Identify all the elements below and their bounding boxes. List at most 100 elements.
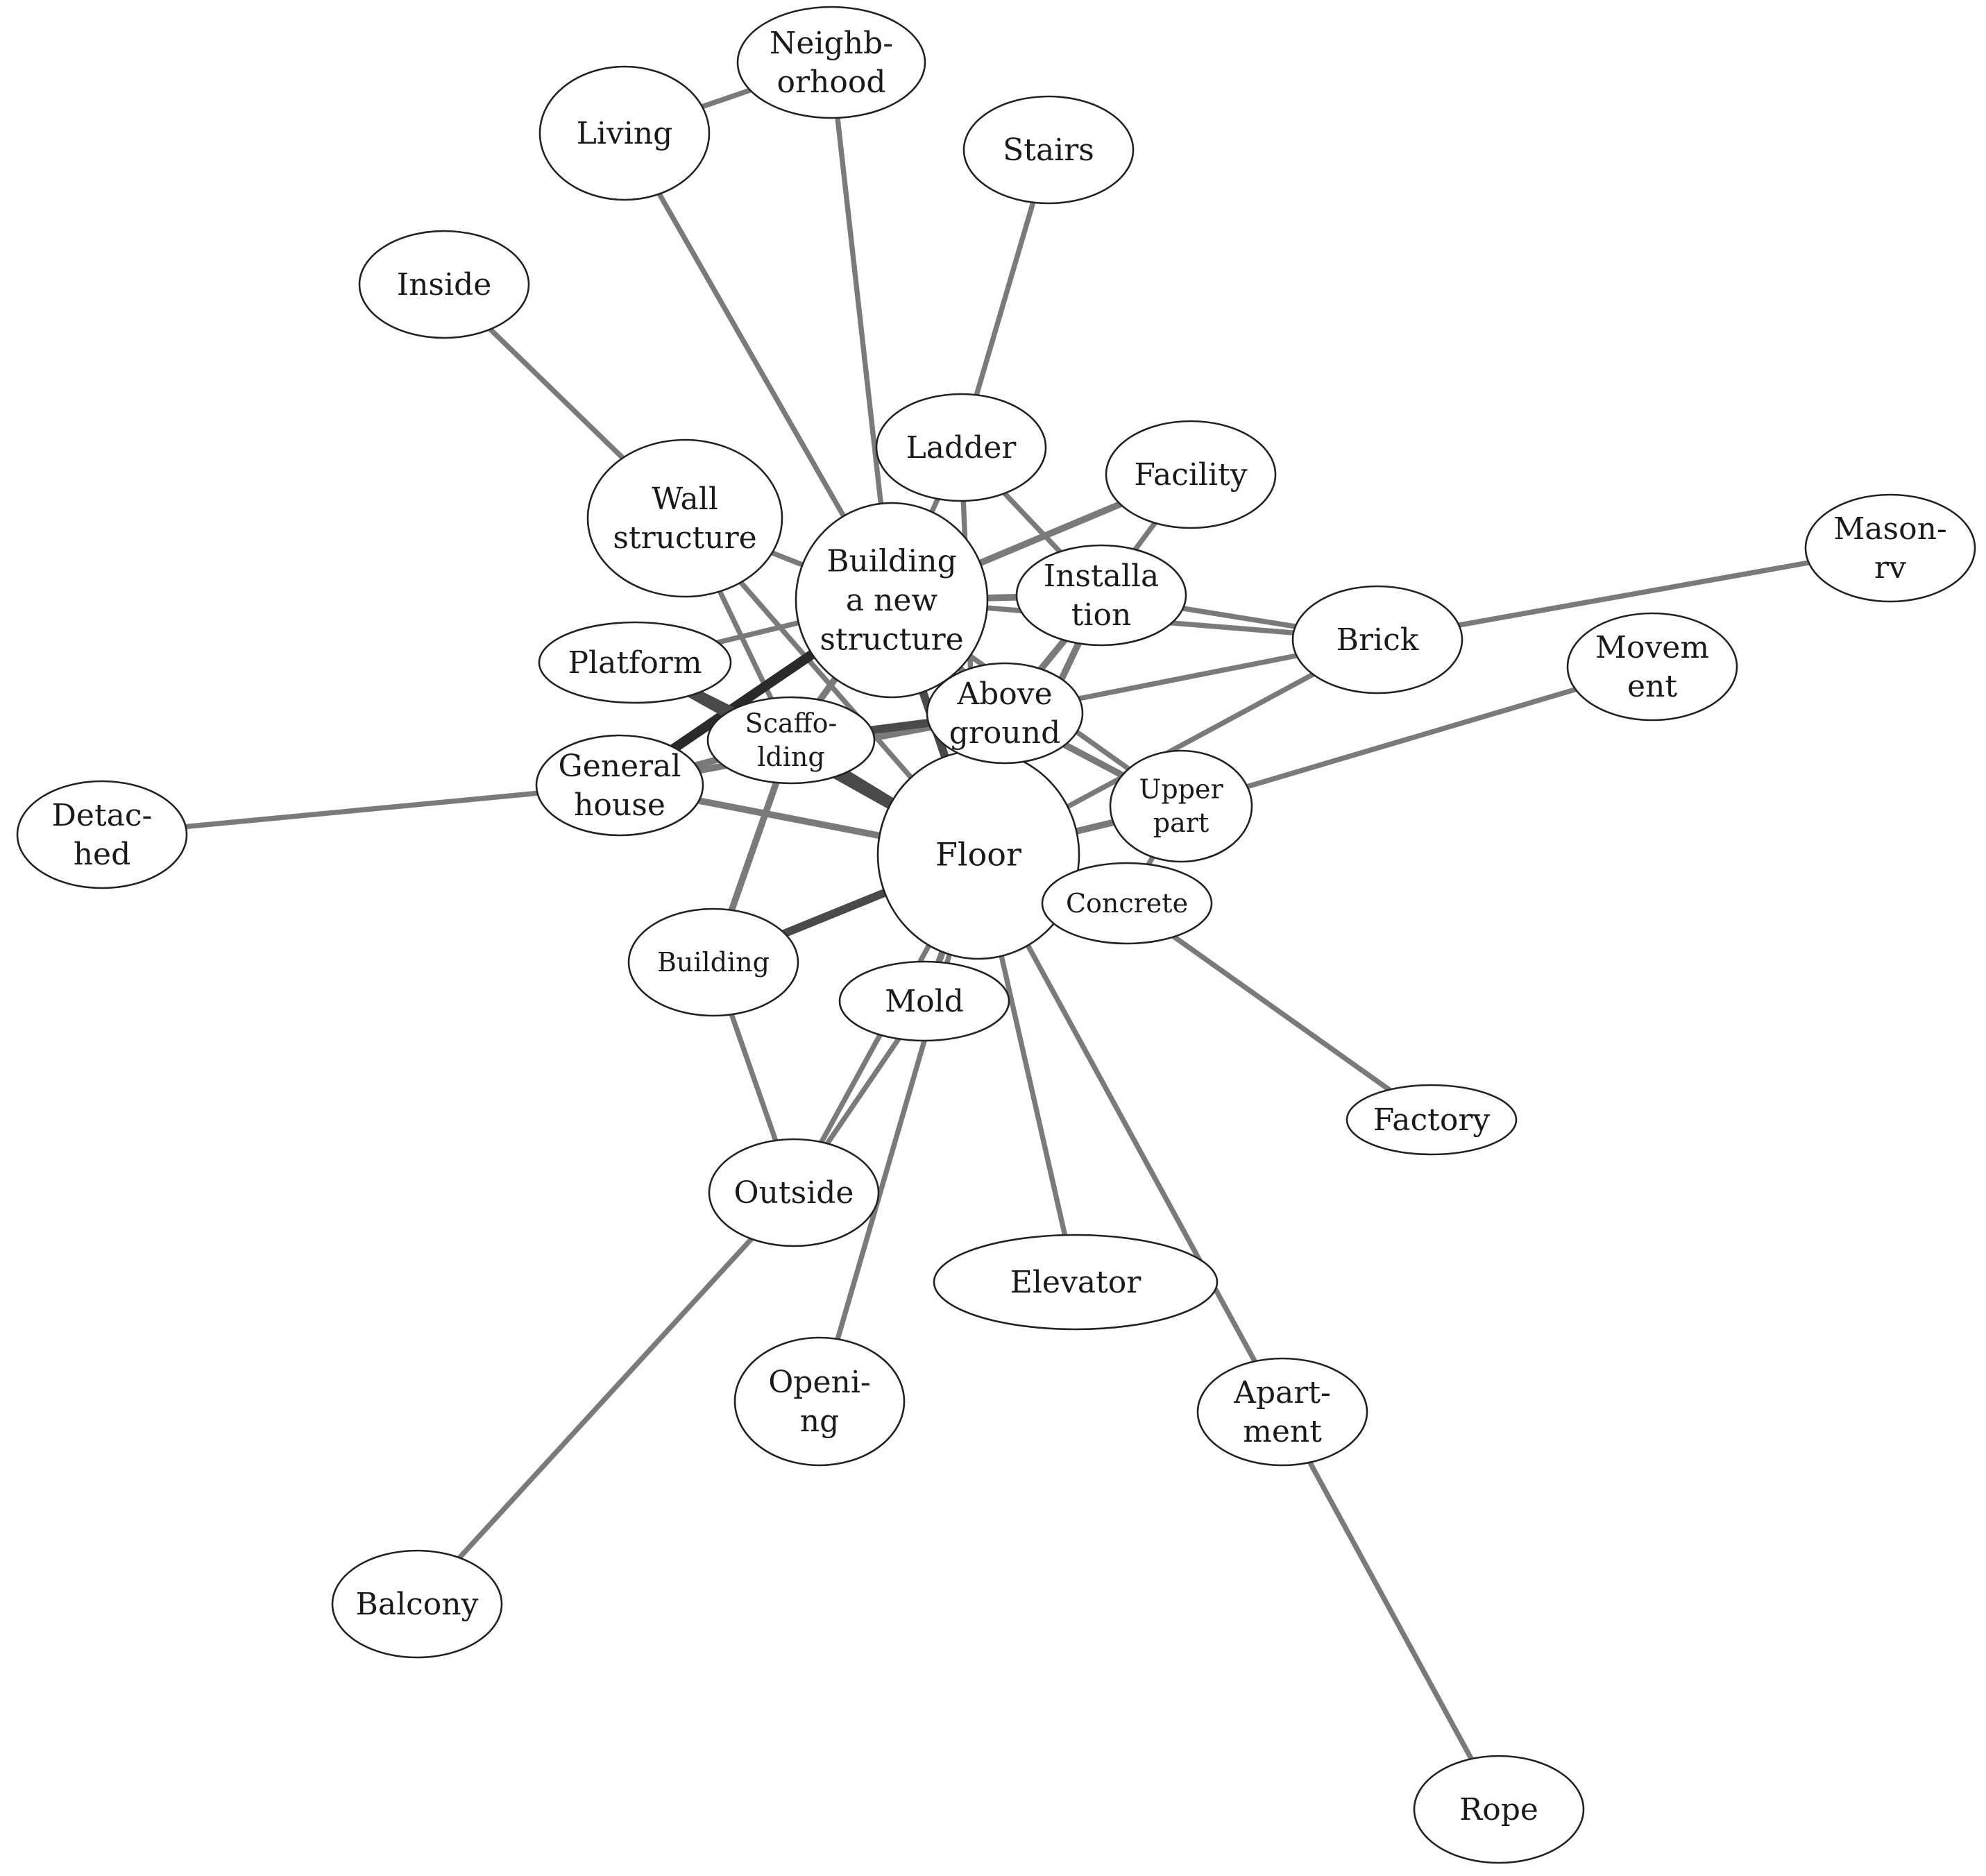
node-label-masonry: Mason- xyxy=(1833,511,1947,547)
edge-outside-balcony xyxy=(414,1190,797,1607)
node-label-neighborhood: Neighb- xyxy=(770,26,893,61)
node-scaffolding[interactable]: Scaffo-lding xyxy=(706,696,876,785)
node-label-movement: Movem xyxy=(1595,630,1709,665)
node-stairs[interactable]: Stairs xyxy=(962,95,1135,205)
node-masonry[interactable]: Mason-rv xyxy=(1804,493,1976,603)
node-concrete[interactable]: Concrete xyxy=(1041,862,1213,945)
node-label-building_new: Building xyxy=(826,544,957,579)
node-label-general_house: General xyxy=(559,749,681,784)
node-label-wall_structure: Wall xyxy=(652,481,718,517)
node-inside[interactable]: Inside xyxy=(358,230,530,339)
node-label-building_new: structure xyxy=(820,622,963,657)
node-detached[interactable]: Detac-hed xyxy=(16,780,188,889)
node-shape-inside xyxy=(358,230,530,339)
node-label-facility: Facility xyxy=(1134,457,1247,493)
node-shape-upper_part xyxy=(1109,749,1253,863)
node-balcony[interactable]: Balcony xyxy=(331,1549,503,1659)
node-shape-installation xyxy=(1015,544,1187,647)
node-shape-platform xyxy=(538,621,732,704)
node-shape-factory xyxy=(1346,1084,1518,1156)
node-label-masonry: rv xyxy=(1874,550,1906,586)
node-label-brick: Brick xyxy=(1336,622,1419,658)
edge-upper_part-movement xyxy=(1178,664,1655,809)
node-shape-scaffolding xyxy=(706,696,876,785)
node-shape-building xyxy=(627,907,799,1017)
edge-apartment-rope xyxy=(1280,1409,1502,1812)
node-label-ladder: Ladder xyxy=(906,430,1017,466)
node-label-opening: ng xyxy=(800,1404,840,1439)
node-platform[interactable]: Platform xyxy=(538,621,732,704)
node-shape-masonry xyxy=(1804,493,1976,603)
node-mold[interactable]: Mold xyxy=(838,960,1010,1042)
node-shape-mold xyxy=(838,960,1010,1042)
node-shape-facility xyxy=(1105,420,1277,529)
node-apartment[interactable]: Apart-ment xyxy=(1196,1357,1368,1467)
node-building_new[interactable]: Building a new structure xyxy=(795,502,989,699)
node-label-installation: tion xyxy=(1071,597,1132,633)
node-label-general_house: house xyxy=(574,787,665,823)
node-label-scaffolding: Scaffo- xyxy=(745,708,838,739)
node-living[interactable]: Living xyxy=(538,65,711,201)
node-label-stairs: Stairs xyxy=(1003,133,1094,168)
node-label-factory: Factory xyxy=(1373,1102,1491,1138)
node-label-inside: Inside xyxy=(397,267,492,302)
node-shape-detached xyxy=(16,780,188,889)
node-label-above_ground: ground xyxy=(949,715,1061,751)
node-label-building_new: a new xyxy=(846,583,938,618)
node-label-opening: Openi- xyxy=(768,1365,871,1400)
edge-brick-masonry xyxy=(1375,545,1893,642)
node-label-mold: Mold xyxy=(885,984,964,1019)
node-label-detached: hed xyxy=(74,837,131,872)
node-shape-general_house xyxy=(535,734,704,837)
node-shape-ladder xyxy=(875,393,1047,502)
node-label-living: Living xyxy=(577,116,673,151)
node-opening[interactable]: Openi-ng xyxy=(733,1336,906,1467)
node-shape-concrete xyxy=(1041,862,1213,945)
node-label-outside: Outside xyxy=(734,1175,854,1211)
edge-general_house-detached xyxy=(99,783,622,837)
node-shape-movement xyxy=(1566,612,1738,722)
node-shape-brick xyxy=(1291,585,1463,694)
node-shape-elevator xyxy=(933,1234,1219,1331)
node-label-building: Building xyxy=(657,947,770,978)
node-shape-living xyxy=(538,65,711,201)
node-neighborhood[interactable]: Neighb-orhood xyxy=(736,6,926,119)
node-label-apartment: ment xyxy=(1243,1414,1322,1449)
node-floor[interactable]: Floor xyxy=(876,749,1080,960)
node-label-wall_structure: structure xyxy=(613,520,756,556)
node-label-above_ground: Above xyxy=(956,676,1052,712)
node-building[interactable]: Building xyxy=(627,907,799,1017)
node-label-detached: Detac- xyxy=(52,798,153,833)
node-ladder[interactable]: Ladder xyxy=(875,393,1047,502)
node-label-neighborhood: orhood xyxy=(776,65,885,100)
node-outside[interactable]: Outside xyxy=(708,1138,880,1247)
node-label-apartment: Apart- xyxy=(1233,1375,1331,1410)
node-shape-balcony xyxy=(331,1549,503,1659)
edge-floor-apartment xyxy=(976,852,1285,1415)
node-shape-rope xyxy=(1413,1755,1585,1864)
node-label-scaffolding: lding xyxy=(757,742,824,772)
node-shape-neighborhood xyxy=(736,6,926,119)
node-label-floor: Floor xyxy=(935,836,1021,873)
node-brick[interactable]: Brick xyxy=(1291,585,1463,694)
node-label-balcony: Balcony xyxy=(356,1587,479,1622)
node-facility[interactable]: Facility xyxy=(1105,420,1277,529)
node-label-upper_part: Upper xyxy=(1139,774,1223,805)
node-shape-wall_structure xyxy=(586,438,783,598)
node-factory[interactable]: Factory xyxy=(1346,1084,1518,1156)
node-elevator[interactable]: Elevator xyxy=(933,1234,1219,1331)
node-shape-building_new xyxy=(795,502,989,699)
node-shape-outside xyxy=(708,1138,880,1247)
node-rope[interactable]: Rope xyxy=(1413,1755,1585,1864)
edge-concrete-factory xyxy=(1124,901,1434,1123)
node-shape-apartment xyxy=(1196,1357,1368,1467)
node-label-elevator: Elevator xyxy=(1010,1265,1141,1300)
